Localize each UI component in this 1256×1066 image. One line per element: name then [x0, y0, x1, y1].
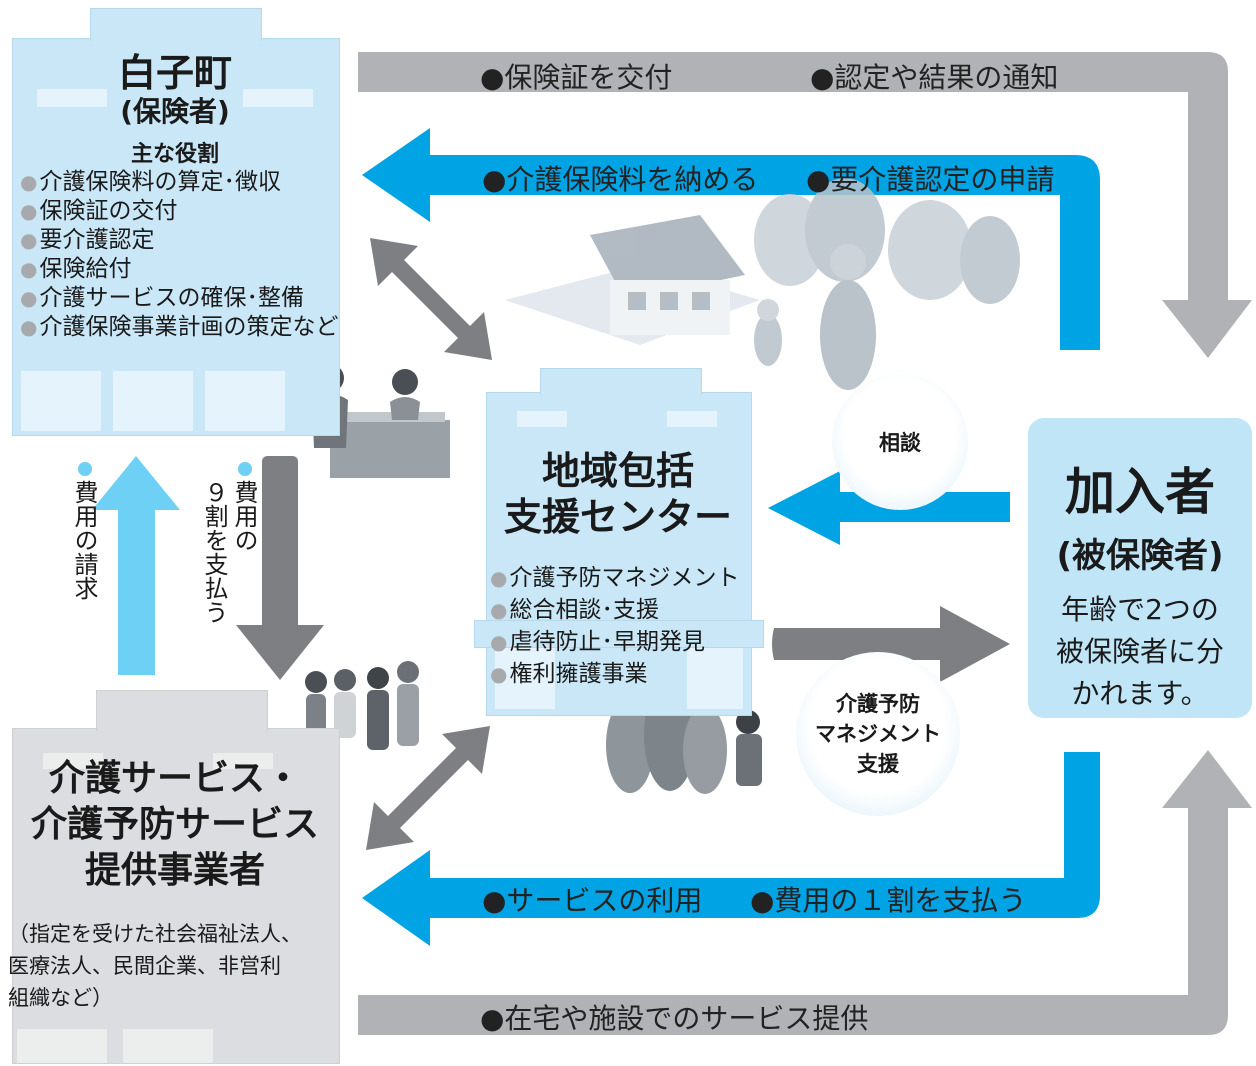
list-item: ●権利擁護事業: [490, 661, 648, 687]
bullet-icon: ●: [20, 286, 38, 310]
provider-name-line2: 介護予防サービス: [30, 804, 319, 845]
blue-arrow-bottom: [362, 752, 1100, 946]
insurer-building: [12, 38, 340, 436]
double-arrow-insurer-center: [370, 238, 492, 360]
list-item: ●介護保険事業計画の策定など: [20, 314, 339, 340]
gray-arrow-support: [772, 606, 1010, 682]
bullet-icon: ●: [20, 199, 38, 223]
prevent-support-line2: マネジメント: [815, 722, 941, 746]
label-cost-pay-2: ９割を支払う: [200, 480, 228, 624]
consult-circle: 相談: [832, 374, 968, 510]
insurer-roof: [90, 8, 262, 41]
gray-arrow-bottom: [358, 750, 1252, 1035]
label-cert-notice: ●認定や結果の通知: [810, 61, 1059, 94]
provider-note-line2: 医療法人、民間企業、非営利: [8, 954, 281, 978]
center-services-list: ●介護予防マネジメント ●総合相談･支援 ●虐待防止･早期発見 ●権利擁護事業: [490, 562, 739, 690]
label-cost-pay-1: 費用の: [230, 480, 258, 552]
member-role: (被保険者): [1056, 536, 1224, 576]
gray-arrow-top: [358, 52, 1252, 358]
center-name-line1: 地域包括: [541, 449, 694, 493]
house-illustration: [505, 178, 1020, 390]
bullet-icon: ●: [20, 315, 38, 339]
label-cost-claim-wrap: 費用の請求: [70, 462, 98, 600]
center-name-line2: 支援センター: [503, 495, 732, 539]
provider-roof: [96, 690, 268, 731]
member-name: 加入者: [1065, 463, 1215, 521]
member-desc-line1: 年齢で2つの: [1061, 593, 1219, 626]
prevent-support-circle: 介護予防 マネジメント 支援: [796, 652, 960, 816]
list-item: ●総合相談･支援: [490, 597, 659, 623]
prevent-support-line1: 介護予防: [836, 692, 920, 716]
blue-arrow-top: [362, 128, 1100, 350]
bullet-dot: [78, 462, 92, 476]
prevent-support-line3: 支援: [857, 752, 899, 776]
people-group-illustration: [305, 661, 419, 750]
bullet-icon: ●: [490, 566, 508, 590]
provider-note-line3: 組織など）: [8, 986, 113, 1010]
member-desc-line2: 被保険者に分: [1055, 635, 1224, 668]
bullet-icon: ●: [20, 170, 38, 194]
center-roof: [540, 368, 702, 395]
double-arrow-center-provider: [366, 726, 490, 850]
label-issue-card: ●保険証を交付: [480, 61, 673, 94]
list-item: ●虐待防止･早期発見: [490, 629, 705, 655]
label-pay-10pct: ●費用の１割を支払う: [750, 884, 1027, 917]
bullet-icon: ●: [490, 662, 508, 686]
insurer-roles-heading: 主な役割: [130, 142, 219, 167]
member-desc-line3: かれます。: [1071, 677, 1209, 710]
provider-building: [12, 728, 340, 1064]
bullet-dot: [238, 462, 252, 476]
label-cost-claim: 費用の請求: [70, 480, 98, 600]
label-pay-premium: ●介護保険料を納める: [482, 163, 759, 196]
list-item: ●要介護認定: [20, 227, 155, 253]
gray-arrow-pay: [236, 456, 324, 680]
consult-label: 相談: [879, 431, 921, 455]
list-item: ●保険給付: [20, 256, 132, 282]
list-item: ●介護保険料の算定･徴収: [20, 169, 281, 195]
provider-name-line3: 提供事業者: [84, 850, 265, 891]
label-cost-pay-wrap: 費用の ９割を支払う: [200, 462, 258, 624]
bullet-icon: ●: [490, 630, 508, 654]
member-box: 加入者 (被保険者) 年齢で2つの 被保険者に分 かれます。: [1028, 418, 1252, 718]
label-apply-cert: ●要介護認定の申請: [806, 163, 1055, 196]
insurer-role: (保険者): [120, 95, 230, 128]
insurer-roles-list: ●介護保険料の算定･徴収 ●保険証の交付 ●要介護認定 ●保険給付 ●介護サービ…: [20, 168, 338, 342]
center-ledge: [474, 620, 764, 648]
provider-name-line1: 介護サービス・: [48, 758, 301, 799]
list-item: ●保険証の交付: [20, 198, 178, 224]
center-building: [486, 392, 752, 716]
light-blue-arrow-claim: [92, 456, 180, 675]
label-service-use: ●サービスの利用: [482, 884, 703, 917]
bullet-icon: ●: [20, 257, 38, 281]
provider-note: （指定を受けた社会福祉法人、 医療法人、民間企業、非営利 組織など）: [8, 918, 302, 1014]
label-home-facility-service: ●在宅や施設でのサービス提供: [480, 1002, 869, 1035]
bullet-icon: ●: [490, 598, 508, 622]
insurer-name: 白子町: [117, 51, 232, 95]
provider-name: 介護サービス・ 介護予防サービス 提供事業者: [12, 756, 338, 894]
bullet-icon: ●: [20, 228, 38, 252]
list-item: ●介護サービスの確保･整備: [20, 285, 304, 311]
provider-note-line1: （指定を受けた社会福祉法人、: [8, 922, 302, 946]
member-desc: 年齢で2つの 被保険者に分 かれます。: [1028, 589, 1252, 715]
list-item: ●介護予防マネジメント: [490, 565, 740, 591]
